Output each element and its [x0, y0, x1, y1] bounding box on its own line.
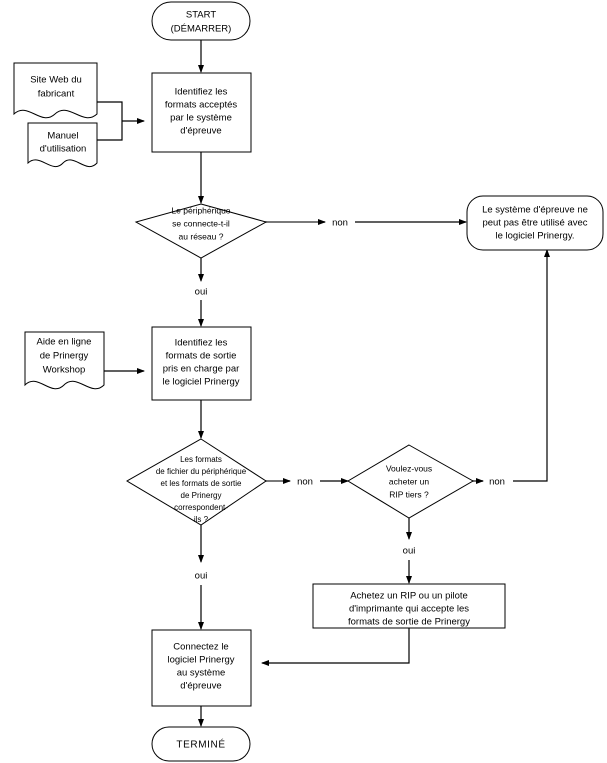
site-web-line-1: Site Web du [30, 75, 82, 86]
edge-label-match-yes: oui [195, 571, 208, 582]
buy-rip-line-3: formats de sortie de Prinergy [348, 617, 470, 628]
formats-match-line-3: et les formats de sortie [161, 479, 242, 488]
identify-formats-line-1: Identifiez les [175, 87, 228, 98]
edge-label-rip-no: non [489, 477, 505, 488]
start-terminator-shape [151, 1, 251, 41]
edge-label-network-yes: oui [195, 287, 208, 298]
output-formats-line-2: formats de sortie [166, 351, 237, 362]
output-formats-line-4: le logiciel Prinergy [162, 377, 239, 388]
aide-line-2: de Prinergy [40, 351, 89, 362]
connect-line-1: Connectez le [173, 642, 228, 653]
connect-line-4: d'épreuve [180, 681, 221, 692]
output-formats-line-3: pris en charge par [163, 364, 240, 375]
node-process-buy-rip[interactable]: Achetez un RIP ou un pilote d'imprimante… [312, 583, 506, 629]
edge-label-match-no: non [297, 477, 313, 488]
identify-formats-line-3: par le système [170, 113, 232, 124]
node-terminator-failure[interactable]: Le système d'épreuve ne peut pas être ut… [466, 195, 604, 251]
end-terminator-shape [151, 726, 251, 762]
connector-rip-no-riser [513, 249, 550, 482]
formats-match-line-6: ils ? [194, 515, 209, 524]
site-web-line-2: fabricant [38, 89, 75, 100]
network-decision-shape [134, 203, 268, 259]
node-decision-network[interactable]: Le périphérique se connecte-t-il au rése… [134, 203, 268, 259]
manuel-document-shape [27, 122, 98, 168]
network-decision-line-1: Le périphérique [171, 205, 230, 215]
identify-formats-process-shape [151, 72, 252, 153]
formats-match-line-4: de Prinergy [181, 491, 222, 500]
rip-tiers-line-1: Voulez-vous [386, 463, 432, 473]
start-line-1: START [186, 10, 216, 21]
manuel-line-1: Manuel [47, 131, 78, 142]
rip-tiers-line-3: RIP tiers ? [389, 489, 429, 499]
node-doc-manuel[interactable]: Manuel d'utilisation [27, 122, 98, 168]
failure-terminator-shape [466, 195, 604, 251]
site-web-document-shape [13, 62, 98, 119]
output-formats-line-1: Identifiez les [175, 338, 228, 349]
aide-en-ligne-document-shape [24, 331, 105, 390]
node-process-output-formats[interactable]: Identifiez les formats de sortie pris en… [151, 326, 252, 401]
manuel-line-2: d'utilisation [40, 144, 87, 155]
output-formats-process-shape [151, 326, 252, 401]
identify-formats-line-4: d'épreuve [180, 126, 221, 137]
failure-line-2: peut pas être utilisé avec [482, 218, 587, 229]
node-process-identify-formats[interactable]: Identifiez les formats acceptés par le s… [151, 72, 252, 153]
network-decision-line-2: se connecte-t-il [172, 218, 230, 228]
node-decision-formats-match[interactable]: Les formats de fichier du périphérique e… [126, 438, 267, 526]
edge-label-rip-yes: oui [403, 546, 416, 557]
rip-tiers-line-2: acheter un [389, 476, 429, 486]
node-decision-rip-tiers[interactable]: Voulez-vous acheter un RIP tiers ? [347, 444, 475, 519]
aide-line-3: Workshop [43, 365, 86, 376]
start-line-2: (DÉMARRER) [171, 24, 232, 35]
node-doc-aide-en-ligne[interactable]: Aide en ligne de Prinergy Workshop [24, 331, 105, 390]
edge-label-layer: non oui non oui non oui [195, 218, 505, 582]
buy-rip-line-1: Achetez un RIP ou un pilote [350, 591, 468, 602]
formats-match-line-1: Les formats [180, 455, 222, 464]
aide-line-1: Aide en ligne [37, 337, 92, 348]
edge-label-network-no: non [332, 218, 348, 229]
network-decision-line-3: au réseau ? [179, 231, 224, 241]
rip-tiers-decision-shape [347, 444, 475, 519]
end-label: TERMINÉ [176, 738, 225, 751]
node-end[interactable]: TERMINÉ [151, 726, 251, 762]
connect-line-3: au système [177, 668, 226, 679]
failure-line-3: le logiciel Prinergy. [495, 231, 574, 242]
connector-documents-bracket [97, 101, 123, 141]
node-process-connect[interactable]: Connectez le logiciel Prinergy au systèm… [151, 629, 252, 707]
connector-buy-rip-to-connect [261, 627, 410, 666]
connect-line-2: logiciel Prinergy [167, 655, 234, 666]
connect-process-shape [151, 629, 252, 707]
connector-layer [97, 40, 550, 727]
buy-rip-line-2: d'imprimante qui accepte les [349, 604, 469, 615]
node-doc-site-web[interactable]: Site Web du fabricant [13, 62, 98, 119]
buy-rip-process-shape [312, 583, 506, 629]
formats-match-line-2: de fichier du périphérique [156, 467, 247, 476]
identify-formats-line-2: formats acceptés [165, 100, 238, 111]
failure-line-1: Le système d'épreuve ne [482, 205, 588, 216]
node-start[interactable]: START (DÉMARRER) [151, 1, 251, 41]
formats-match-line-5: correspondent- [174, 503, 228, 512]
formats-match-decision-shape [126, 438, 267, 526]
